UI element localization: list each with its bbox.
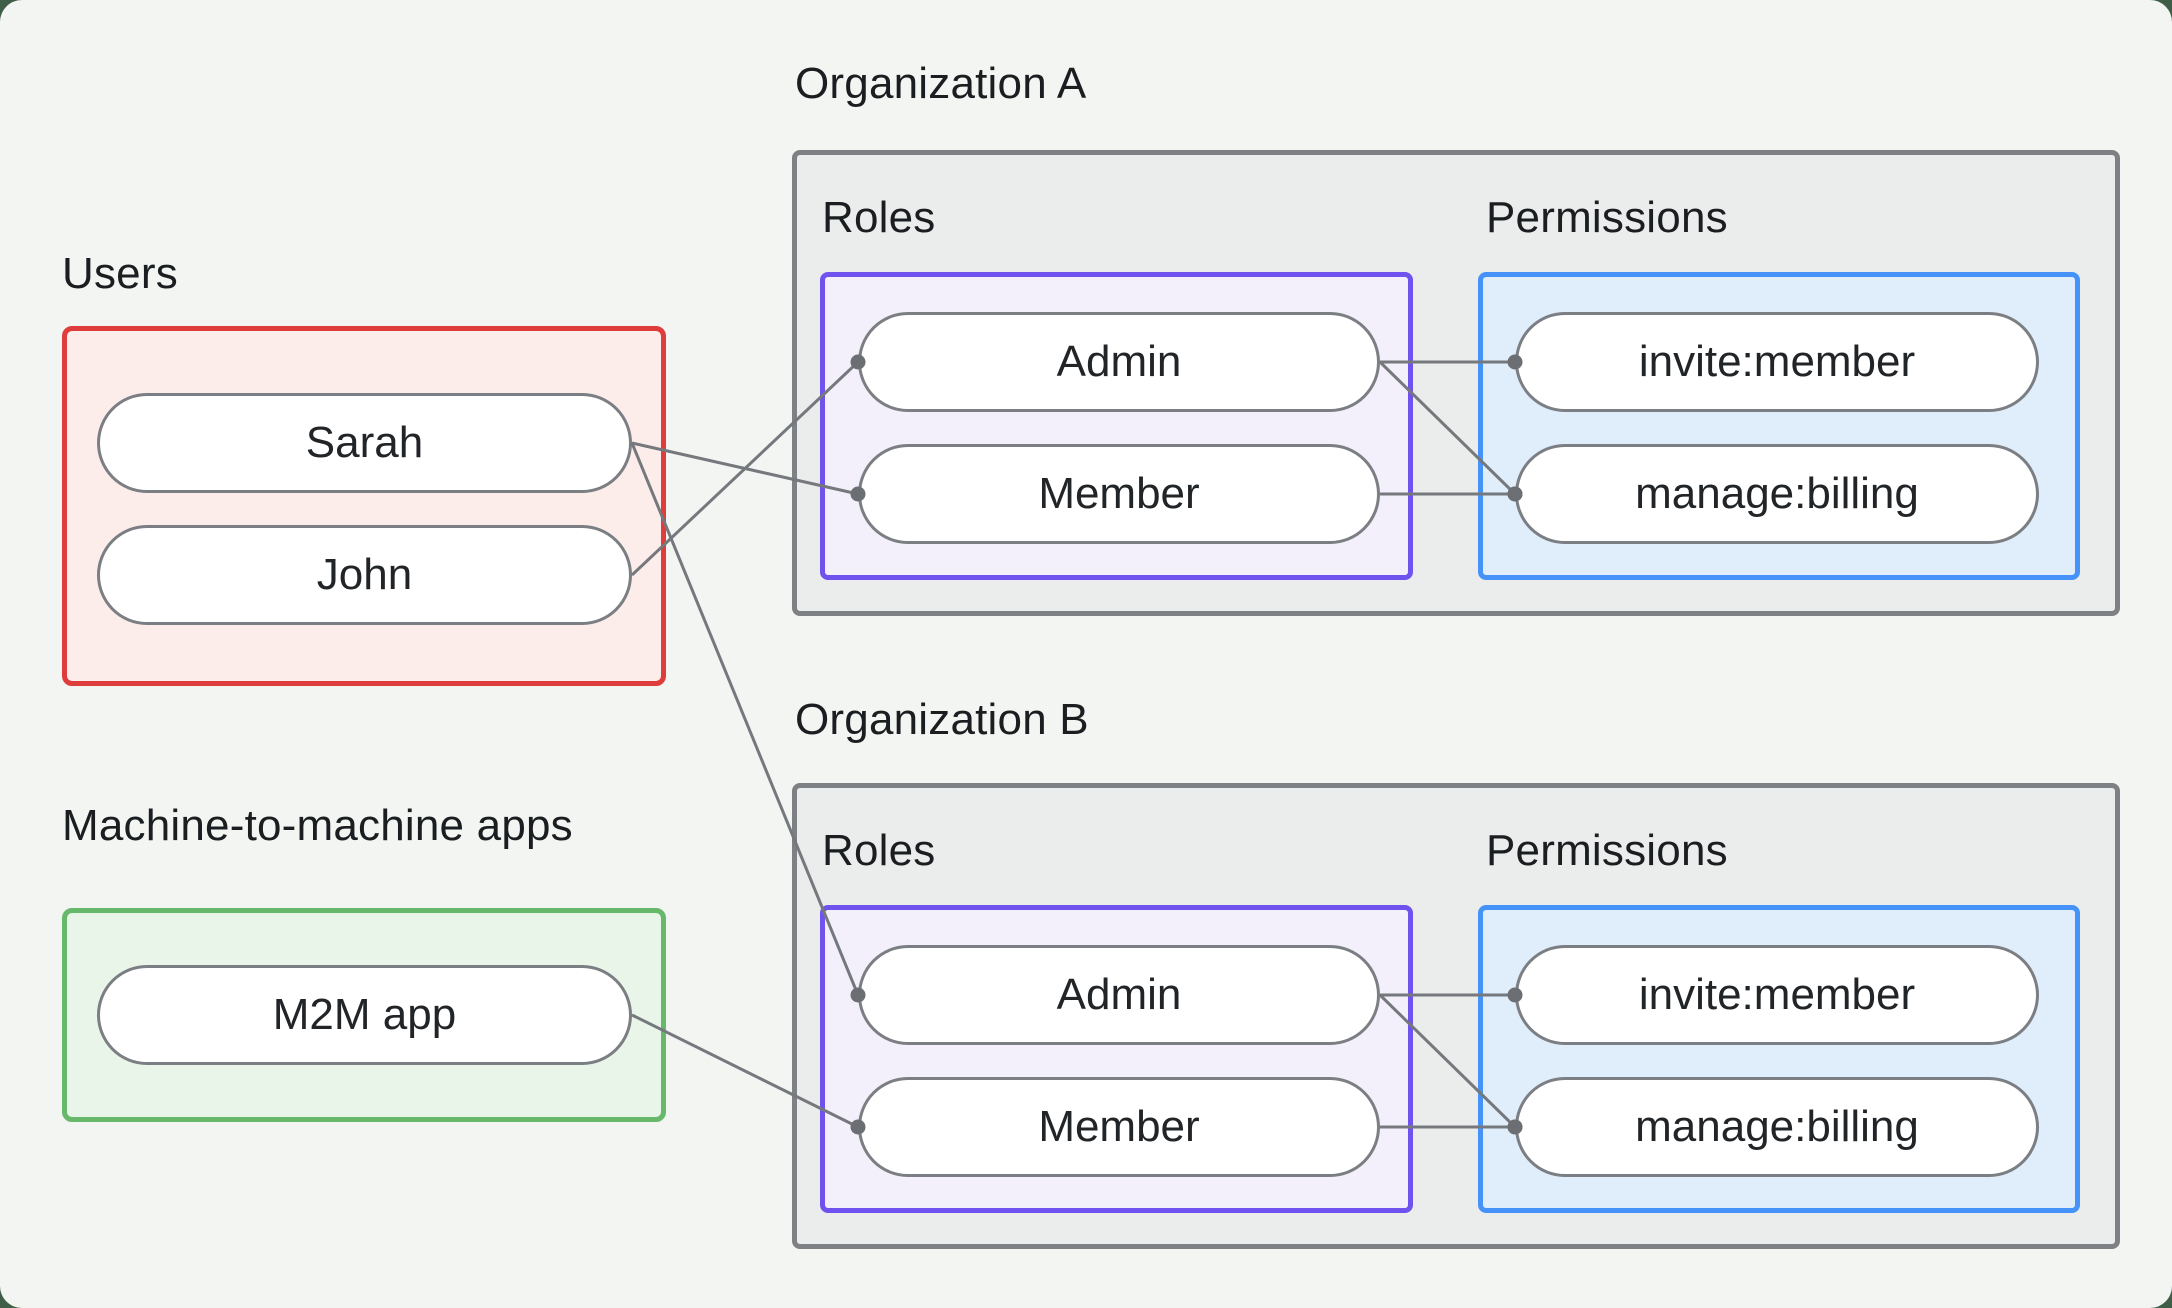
org-a-role-pill-admin: Admin — [858, 312, 1380, 412]
user-pill-sarah: Sarah — [97, 393, 632, 493]
org-a-role-pill-member: Member — [858, 444, 1380, 544]
org-b-permissions-label: Permissions — [1486, 826, 1728, 875]
org-a-perm-invite-member-label: invite:member — [1638, 337, 1916, 386]
org-a-permissions-label: Permissions — [1486, 193, 1728, 242]
org-a-role-admin-label: Admin — [1056, 337, 1182, 386]
org-a-title: Organization A — [795, 59, 1087, 108]
org-a-perm-pill-manage-billing: manage:billing — [1515, 444, 2039, 544]
org-b-title: Organization B — [795, 695, 1089, 744]
org-b-role-pill-admin: Admin — [858, 945, 1380, 1045]
user-pill-sarah-label: Sarah — [305, 418, 424, 467]
org-b-perm-pill-invite-member: invite:member — [1515, 945, 2039, 1045]
org-b-perm-invite-member-label: invite:member — [1638, 970, 1916, 1019]
users-box — [62, 326, 666, 686]
user-pill-john-label: John — [316, 550, 413, 599]
user-pill-john: John — [97, 525, 632, 625]
org-b-role-admin-label: Admin — [1056, 970, 1182, 1019]
org-a-roles-label: Roles — [822, 193, 936, 242]
org-b-role-member-label: Member — [1038, 1102, 1200, 1151]
m2m-group-label: Machine-to-machine apps — [62, 801, 573, 850]
org-b-role-pill-member: Member — [858, 1077, 1380, 1177]
m2m-app-pill: M2M app — [97, 965, 632, 1065]
org-b-roles-label: Roles — [822, 826, 936, 875]
m2m-app-pill-label: M2M app — [272, 990, 457, 1039]
org-b-perm-manage-billing-label: manage:billing — [1635, 1102, 1919, 1151]
org-a-perm-manage-billing-label: manage:billing — [1635, 469, 1919, 518]
org-a-role-member-label: Member — [1038, 469, 1200, 518]
org-b-perm-pill-manage-billing: manage:billing — [1515, 1077, 2039, 1177]
org-a-perm-pill-invite-member: invite:member — [1515, 312, 2039, 412]
users-group-label: Users — [62, 249, 178, 298]
